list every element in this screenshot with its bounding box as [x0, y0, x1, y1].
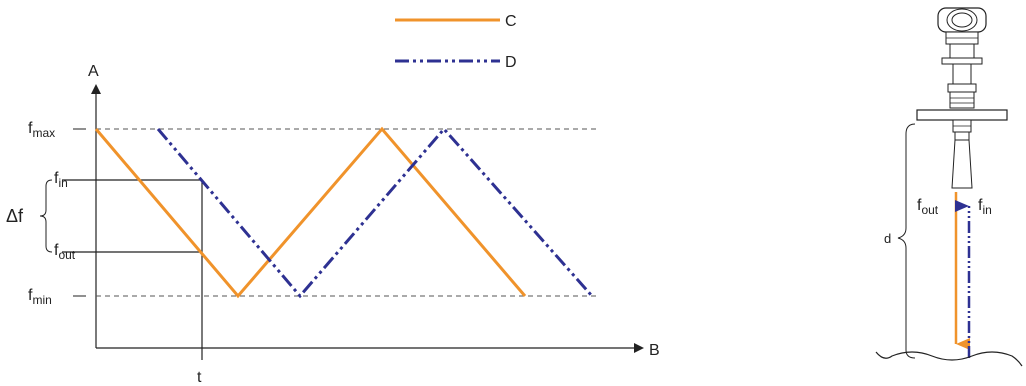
svg-text:fout: fout: [917, 197, 939, 217]
t-label: t: [197, 369, 202, 386]
y-axis-label: A: [88, 63, 99, 80]
svg-text:fin: fin: [54, 170, 68, 190]
distance-brace: [897, 123, 916, 359]
x-axis-label: B: [649, 342, 660, 359]
delta-f-brace: [39, 179, 53, 253]
fin-label: fin: [54, 170, 68, 190]
fmin-label: fmin: [28, 287, 86, 307]
legend: C D: [395, 13, 517, 71]
fmax-label: fmax: [28, 120, 86, 140]
tank-fout-label: fout: [917, 197, 939, 217]
series-c-line: [94, 126, 527, 299]
svg-text:fmax: fmax: [28, 120, 55, 140]
svg-text:fmin: fmin: [28, 287, 52, 307]
series-d-line: [156, 126, 594, 299]
legend-d-label: D: [505, 54, 517, 71]
tank-fin-label: fin: [978, 197, 992, 217]
delta-f-label: Δf: [6, 206, 24, 226]
distance-label: d: [884, 231, 891, 246]
legend-c-label: C: [505, 13, 517, 30]
liquid-surface: [875, 351, 1023, 367]
radar-transmitter: [916, 7, 1008, 189]
svg-text:fin: fin: [978, 197, 992, 217]
